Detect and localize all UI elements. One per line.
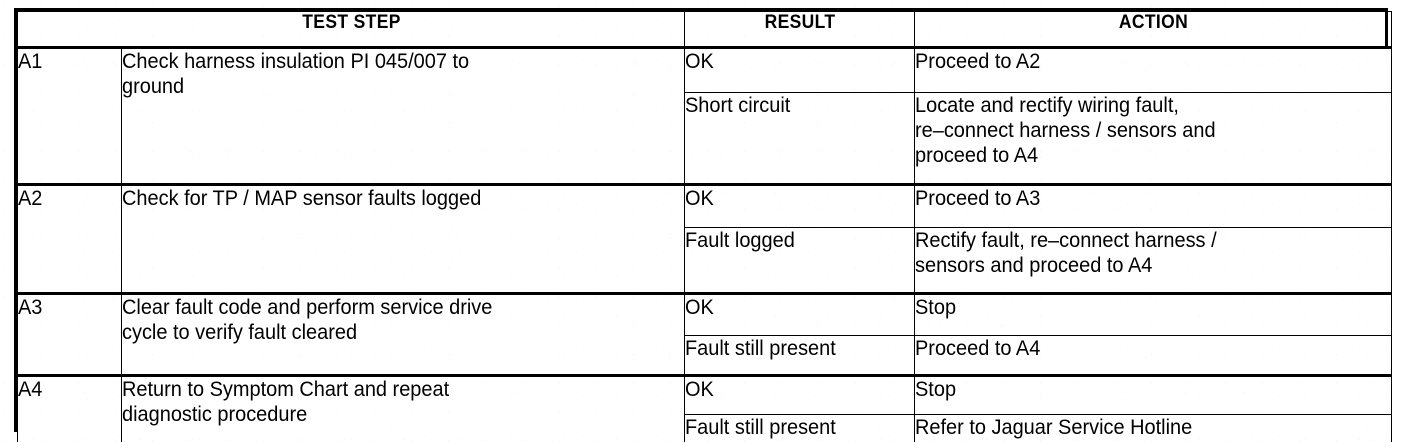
result-cell-a3-1: OK	[684, 292, 915, 336]
result-cell-a2-2: Fault logged	[684, 227, 915, 294]
action-text: Rectify fault, re–connect harness / sens…	[915, 229, 1217, 277]
action-cell-a2-1: Proceed to A3	[914, 183, 1392, 228]
result-text: Fault still present	[685, 416, 836, 439]
result-text: OK	[685, 378, 714, 401]
step-id-label: A2	[18, 187, 43, 210]
step-id-cell-a2: A2	[17, 183, 122, 294]
action-cell-a1-1: Proceed to A2	[914, 46, 1392, 93]
result-text: OK	[685, 187, 714, 210]
column-header-action: ACTION	[933, 11, 1373, 48]
step-id-cell-a1: A1	[17, 46, 122, 185]
result-cell-a1-2: Short circuit	[684, 92, 915, 185]
table-row: A2 Check for TP / MAP sensor faults logg…	[17, 183, 1392, 294]
action-cell-a1-2: Locate and rectify wiring fault, re–conn…	[914, 92, 1392, 185]
action-text: Proceed to A4	[915, 337, 1041, 360]
step-id-cell-a3: A3	[17, 292, 122, 376]
diagnostic-table-container: TEST STEP RESULT ACTION A1	[14, 8, 1392, 442]
result-cell-a4-1: OK	[684, 374, 915, 415]
action-cell-a3-2: Proceed to A4	[914, 335, 1392, 376]
step-description-cell-a3: Clear fault code and perform service dri…	[121, 292, 685, 376]
column-header-test-step-label: TEST STEP	[301, 12, 401, 33]
action-text: Refer to Jaguar Service Hotline	[915, 416, 1193, 439]
table-row: Fault still present Proceed to A4	[18, 335, 1392, 376]
column-header-action-label: ACTION	[1118, 12, 1188, 33]
result-text: OK	[685, 50, 714, 73]
step-description-cell-a1: Check harness insulation PI 045/007 to g…	[121, 46, 685, 185]
action-text: Locate and rectify wiring fault, re–conn…	[915, 94, 1216, 167]
step-id-label: A4	[18, 378, 43, 401]
action-cell-a3-1: Stop	[914, 292, 1392, 336]
step-description-cell-a2: Check for TP / MAP sensor faults logged	[121, 183, 685, 294]
column-header-test-step: TEST STEP	[43, 11, 659, 48]
column-header-result-label: RESULT	[764, 12, 835, 33]
result-text: OK	[685, 296, 714, 319]
diagnostic-table: TEST STEP RESULT ACTION A1	[17, 11, 1392, 442]
result-cell-a3-2: Fault still present	[684, 335, 915, 376]
action-text: Proceed to A2	[915, 50, 1041, 73]
result-text: Fault logged	[685, 229, 795, 252]
step-description-text: Return to Symptom Chart and repeat diagn…	[122, 378, 450, 426]
action-text: Stop	[915, 378, 957, 401]
step-id-cell-a4: A4	[17, 374, 122, 442]
table-header: TEST STEP RESULT ACTION	[18, 11, 1392, 48]
step-description-text: Check for TP / MAP sensor faults logged	[122, 187, 482, 210]
table-row: Fault logged Rectify fault, re–connect h…	[18, 227, 1392, 294]
action-cell-a2-2: Rectify fault, re–connect harness / sens…	[914, 227, 1392, 294]
result-cell-a4-2: Fault still present	[684, 414, 915, 442]
result-cell-a1-1: OK	[684, 46, 915, 93]
step-id-label: A3	[18, 296, 43, 319]
table-row: Short circuit Locate and rectify wiring …	[18, 92, 1392, 185]
action-cell-a4-1: Stop	[914, 374, 1392, 415]
step-id-label: A1	[18, 50, 43, 73]
step-description-text: Clear fault code and perform service dri…	[122, 296, 493, 344]
step-description-cell-a4: Return to Symptom Chart and repeat diagn…	[121, 374, 685, 442]
step-description-text: Check harness insulation PI 045/007 to g…	[122, 50, 470, 98]
header-row: TEST STEP RESULT ACTION	[18, 11, 1392, 48]
result-cell-a2-1: OK	[684, 183, 915, 228]
column-header-result: RESULT	[693, 11, 906, 48]
table-row: Fault still present Refer to Jaguar Serv…	[18, 414, 1392, 442]
table-body: A1 Check harness insulation PI 045/007 t…	[17, 46, 1392, 442]
table-row: A3 Clear fault code and perform service …	[17, 292, 1392, 376]
action-text: Stop	[915, 296, 957, 319]
table-row: A4 Return to Symptom Chart and repeat di…	[17, 374, 1392, 442]
action-text: Proceed to A3	[915, 187, 1041, 210]
result-text: Fault still present	[685, 337, 836, 360]
action-cell-a4-2: Refer to Jaguar Service Hotline	[914, 414, 1392, 442]
table-row: A1 Check harness insulation PI 045/007 t…	[17, 46, 1392, 185]
result-text: Short circuit	[685, 94, 791, 117]
